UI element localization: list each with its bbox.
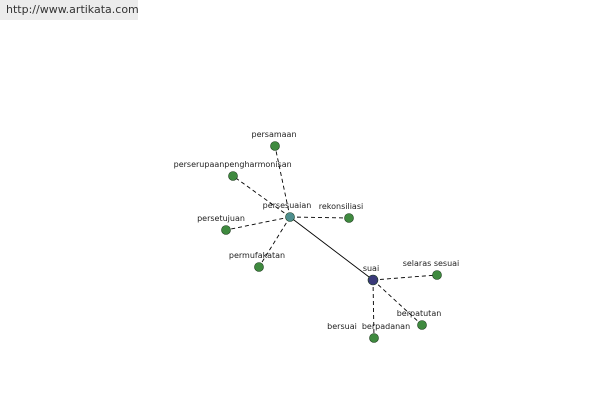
node-persesuaian[interactable]: [285, 212, 295, 222]
node-label-persetujuan[interactable]: persetujuan: [197, 214, 245, 223]
node-persetujuan[interactable]: [221, 225, 231, 235]
edge-persesuaian-pengharmonisan: [232, 175, 291, 218]
node-perserupaan[interactable]: [228, 171, 238, 181]
edge-persesuaian-persetujuan: [225, 216, 291, 231]
graph-edges: [225, 145, 438, 339]
node-berpatutan[interactable]: [417, 320, 427, 330]
node-label-berpatutan[interactable]: berpatutan: [397, 309, 442, 318]
node-label-perserupaan[interactable]: perserupaan: [174, 160, 225, 169]
node-label-bersuai[interactable]: bersuai: [327, 322, 357, 331]
url-label: http://www.artikata.com: [0, 0, 139, 20]
edge-persesuaian-permufakatan: [258, 216, 291, 268]
node-suai[interactable]: [367, 274, 379, 286]
edge-suai-berpatutan: [372, 279, 423, 326]
node-label-persamaan[interactable]: persamaan: [251, 130, 296, 139]
edge-persesuaian-rekonsiliasi: [289, 216, 350, 219]
node-bersuai[interactable]: [369, 333, 379, 343]
edge-suai-berpadanan: [372, 279, 375, 339]
edge-persesuaian-persamaan: [274, 145, 291, 218]
node-label-suai[interactable]: suai: [363, 264, 379, 273]
node-label-pengharmonisan[interactable]: pengharmonisan: [224, 160, 291, 169]
node-label-berpadanan[interactable]: berpadanan: [362, 322, 410, 331]
node-label-rekonsiliasi[interactable]: rekonsiliasi: [319, 202, 363, 211]
node-selaras-sesuai[interactable]: [432, 270, 442, 280]
node-permufakatan[interactable]: [254, 262, 264, 272]
graph-nodes: [221, 141, 442, 343]
node-label-selaras-sesuai[interactable]: selaras sesuai: [403, 259, 460, 268]
node-persamaan[interactable]: [270, 141, 280, 151]
edge-suai-selaras-sesuai: [372, 274, 438, 281]
node-label-persesuaian[interactable]: persesuaian: [263, 201, 312, 210]
node-label-permufakatan[interactable]: permufakatan: [229, 251, 285, 260]
edge-suai-persesuaian: [289, 216, 374, 281]
node-rekonsiliasi[interactable]: [344, 213, 354, 223]
